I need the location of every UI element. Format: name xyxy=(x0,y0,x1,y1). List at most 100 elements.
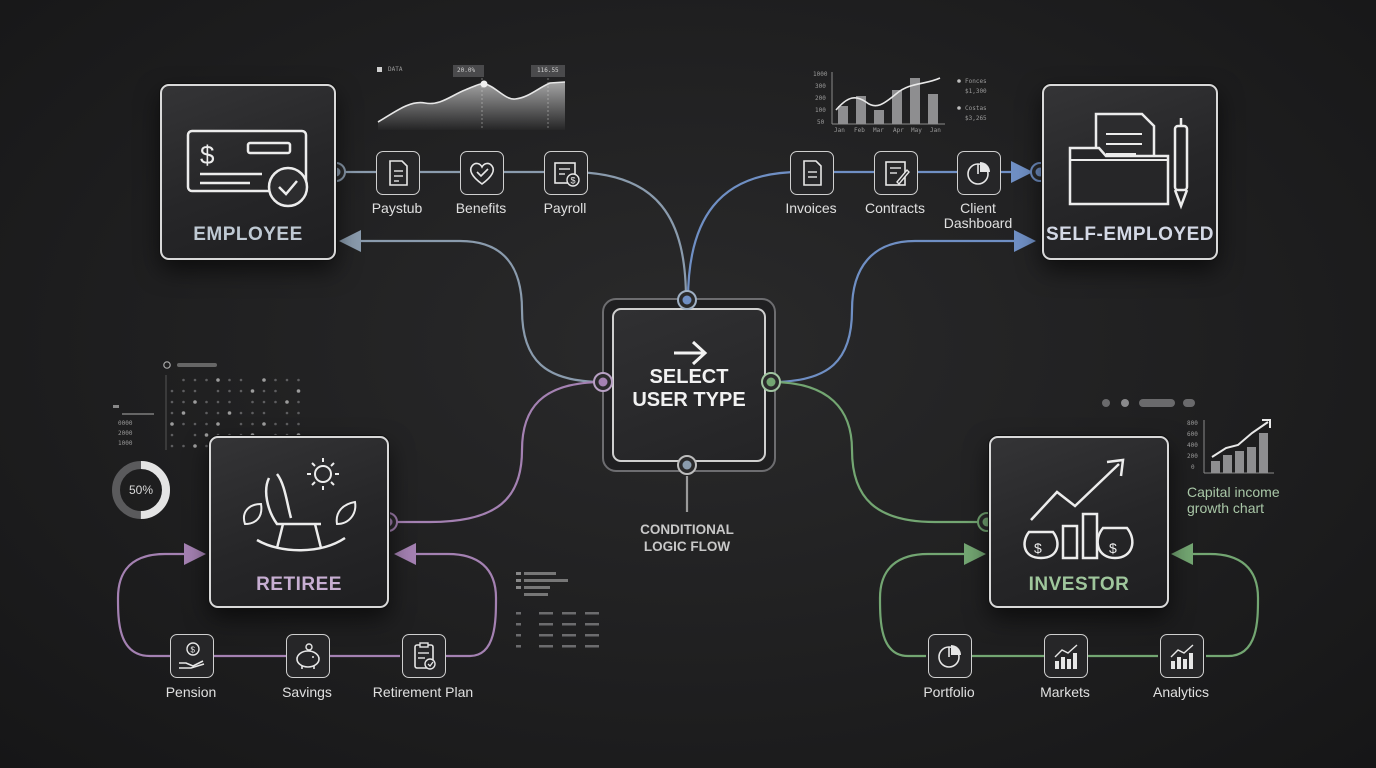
retiree-loop-right xyxy=(394,543,498,658)
investor-chart-caption: Capital income growth chart xyxy=(1187,484,1280,516)
portfolio-button[interactable] xyxy=(928,634,972,678)
se-legend-value: $1,300 xyxy=(965,88,987,95)
matrix-dot xyxy=(216,378,220,382)
retirement-plan-button[interactable] xyxy=(402,634,446,678)
markets-label: Markets xyxy=(1040,684,1090,700)
matrix-dot xyxy=(274,433,277,437)
matrix-dot xyxy=(274,422,277,426)
savings-button[interactable] xyxy=(286,634,330,678)
matrix-dot xyxy=(228,400,231,404)
inv-tick: 800 xyxy=(1187,420,1198,427)
list-cell xyxy=(516,612,521,615)
inv-bar xyxy=(1211,461,1220,473)
markets-button[interactable] xyxy=(1044,634,1088,678)
contract-icon xyxy=(885,161,910,186)
matrix-dot xyxy=(262,400,266,404)
se-bar xyxy=(910,78,920,124)
matrix-dot xyxy=(170,411,174,415)
retiree-legend-item: 2000 xyxy=(118,430,133,437)
inv-bar xyxy=(1247,447,1256,473)
select-user-type-card[interactable]: SELECT USER TYPE xyxy=(602,298,776,472)
svg-text:$: $ xyxy=(1034,540,1042,556)
matrix-dot xyxy=(296,389,301,393)
employee-card[interactable]: $ EMPLOYEE xyxy=(160,84,336,260)
payroll-icon: $ xyxy=(554,162,580,187)
matrix-dot xyxy=(216,389,220,393)
employee-mini-chart xyxy=(377,65,566,130)
se-month: Mar xyxy=(873,127,884,134)
matrix-dot xyxy=(239,433,243,437)
inv-bar xyxy=(1235,451,1244,473)
payroll-button[interactable]: $ xyxy=(544,151,588,195)
list-cell xyxy=(539,645,553,648)
matrix-dot xyxy=(262,422,266,426)
retiree-loop-left xyxy=(116,543,208,658)
hand-coin-icon: $ xyxy=(179,642,205,669)
heart-check-icon xyxy=(469,162,495,185)
rocking-chair-icon xyxy=(243,458,357,552)
se-bar xyxy=(838,106,848,124)
svg-text:$: $ xyxy=(1109,540,1117,556)
center-title: SELECT USER TYPE xyxy=(632,366,746,411)
matrix-dot xyxy=(285,411,289,415)
retiree-dot-matrix xyxy=(163,361,301,450)
self-employed-card[interactable]: SELF-EMPLOYED xyxy=(1042,84,1218,260)
matrix-dot xyxy=(193,422,197,426)
matrix-dot xyxy=(239,378,243,382)
pie-chart-icon xyxy=(938,645,961,668)
se-bar xyxy=(928,94,938,124)
list-cell xyxy=(539,612,553,615)
inv-tick: 200 xyxy=(1187,453,1198,460)
contracts-label: Contracts xyxy=(865,200,925,216)
inv-tick: 0 xyxy=(1191,464,1195,471)
payroll-label: Payroll xyxy=(543,200,587,216)
matrix-dot xyxy=(205,422,208,426)
paycheck-icon: $ xyxy=(186,129,309,208)
matrix-dot xyxy=(228,433,231,437)
matrix-dot xyxy=(262,389,266,393)
matrix-dot xyxy=(182,422,185,426)
matrix-dot xyxy=(193,400,197,404)
matrix-dot xyxy=(205,444,208,448)
matrix-dot xyxy=(297,411,300,415)
retirement-plan-label: Retirement Plan xyxy=(372,684,474,700)
pension-button[interactable]: $ xyxy=(170,634,214,678)
retiree-donut-chart xyxy=(112,461,170,519)
matrix-dot xyxy=(228,378,231,382)
matrix-dot xyxy=(228,389,231,393)
se-legend-name: Costas xyxy=(965,105,987,112)
contracts-button[interactable] xyxy=(874,151,918,195)
investor-loop-right xyxy=(1171,543,1260,658)
retiree-legend-bars xyxy=(113,405,154,415)
list-cell xyxy=(585,634,599,637)
matrix-dot xyxy=(297,400,300,404)
se-month: Jan xyxy=(834,127,845,134)
list-cell xyxy=(539,623,553,626)
paystub-button[interactable] xyxy=(376,151,420,195)
svg-text:$: $ xyxy=(200,140,215,170)
matrix-dot xyxy=(216,400,220,404)
retiree-card[interactable]: RETIREE xyxy=(209,436,389,608)
list-cell xyxy=(539,634,553,637)
bar-trend-icon xyxy=(1170,644,1194,669)
investor-card[interactable]: $ $ INVESTOR xyxy=(989,436,1169,608)
invoices-button[interactable] xyxy=(790,151,834,195)
matrix-dot xyxy=(170,444,174,448)
matrix-dot xyxy=(227,411,232,415)
matrix-dot xyxy=(262,411,266,415)
svg-text:$: $ xyxy=(571,176,576,186)
matrix-dot xyxy=(193,389,197,393)
client-dashboard-button[interactable] xyxy=(957,151,1001,195)
benefits-button[interactable] xyxy=(460,151,504,195)
analytics-button[interactable] xyxy=(1160,634,1204,678)
matrix-dot xyxy=(181,411,186,415)
pension-label: Pension xyxy=(165,684,217,700)
matrix-dot xyxy=(205,400,208,404)
employee-chart-tag-1: 20.0% xyxy=(457,67,476,74)
paystub-icon xyxy=(389,160,408,186)
se-bar xyxy=(874,110,884,124)
matrix-dot xyxy=(239,411,243,415)
retiree-small-list xyxy=(516,572,599,648)
self-employed-mini-chart xyxy=(831,72,961,125)
matrix-dot xyxy=(216,411,220,415)
